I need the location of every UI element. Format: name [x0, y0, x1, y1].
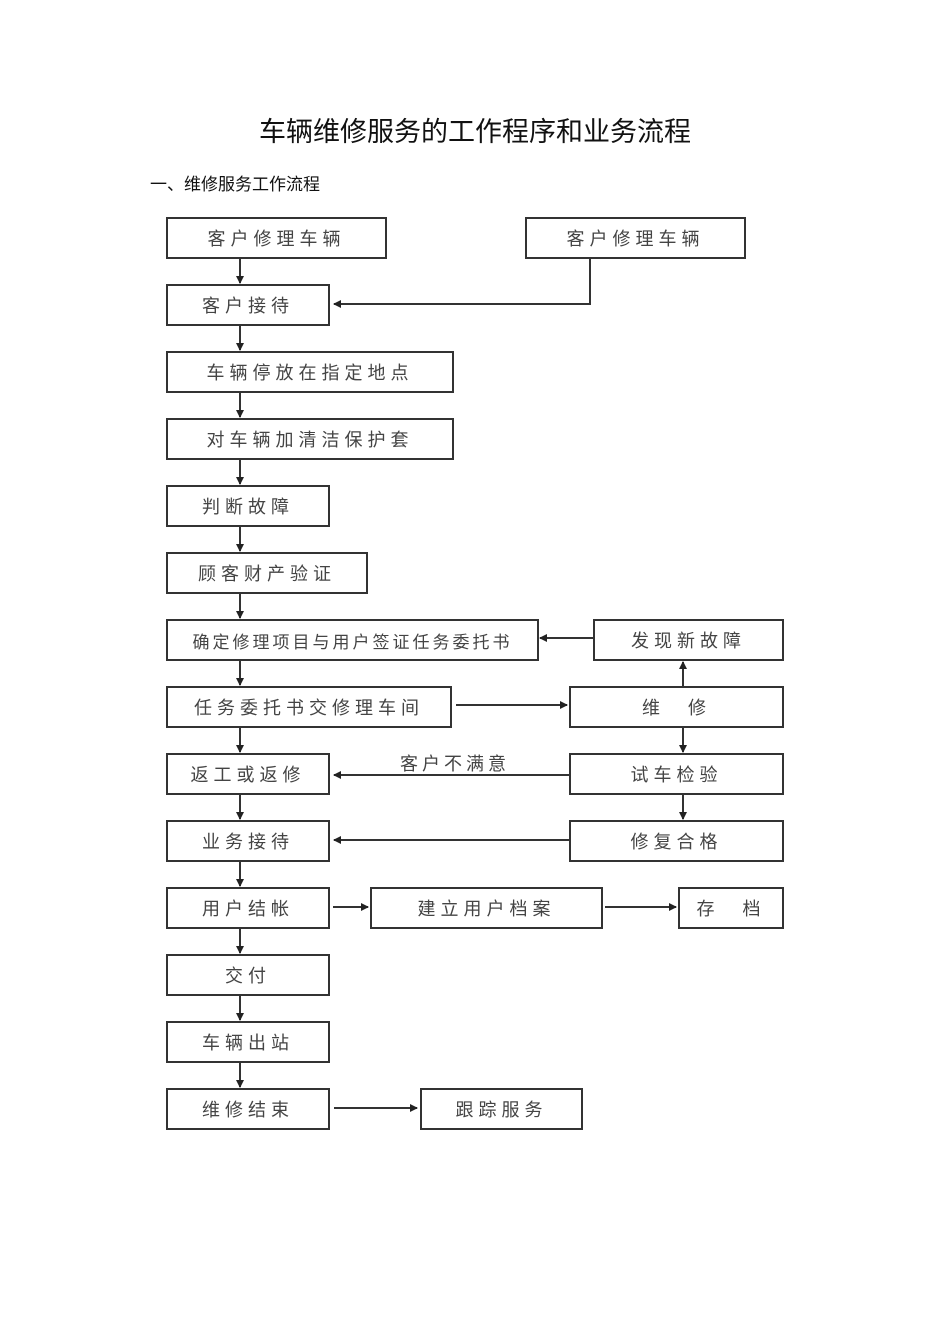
node-checkout: 用户结帐: [166, 887, 330, 929]
node-hand-to-workshop: 任务委托书交修理车间: [166, 686, 452, 728]
node-property-check: 顾客财产验证: [166, 552, 368, 594]
node-create-file: 建立用户档案: [370, 887, 603, 929]
node-customer-reception: 客户接待: [166, 284, 330, 326]
node-confirm-items: 确定修理项目与用户签证任务委托书: [166, 619, 539, 661]
arrow-right-customer-to-reception: [333, 258, 591, 308]
node-test-drive: 试车检验: [569, 753, 784, 795]
page-title: 车辆维修服务的工作程序和业务流程: [259, 117, 691, 148]
node-customer-repair-left: 客户修理车辆: [166, 217, 387, 259]
node-repair-end: 维修结束: [166, 1088, 330, 1130]
node-business-reception: 业务接待: [166, 820, 330, 862]
section-heading: 一、维修服务工作流程: [150, 175, 320, 195]
node-rework: 返工或返修: [166, 753, 330, 795]
node-archive: 存 档: [678, 887, 784, 929]
node-new-fault: 发现新故障: [593, 619, 784, 661]
edge-label-dissatisfied: 客户不满意: [400, 754, 510, 775]
node-diagnose-fault: 判断故障: [166, 485, 330, 527]
node-vehicle-exit: 车辆出站: [166, 1021, 330, 1063]
node-repair: 维 修: [569, 686, 784, 728]
node-delivery: 交付: [166, 954, 330, 996]
node-park-vehicle: 车辆停放在指定地点: [166, 351, 454, 393]
node-repair-passed: 修复合格: [569, 820, 784, 862]
node-follow-up: 跟踪服务: [420, 1088, 583, 1130]
node-customer-repair-right: 客户修理车辆: [525, 217, 746, 259]
node-protective-cover: 对车辆加清洁保护套: [166, 418, 454, 460]
